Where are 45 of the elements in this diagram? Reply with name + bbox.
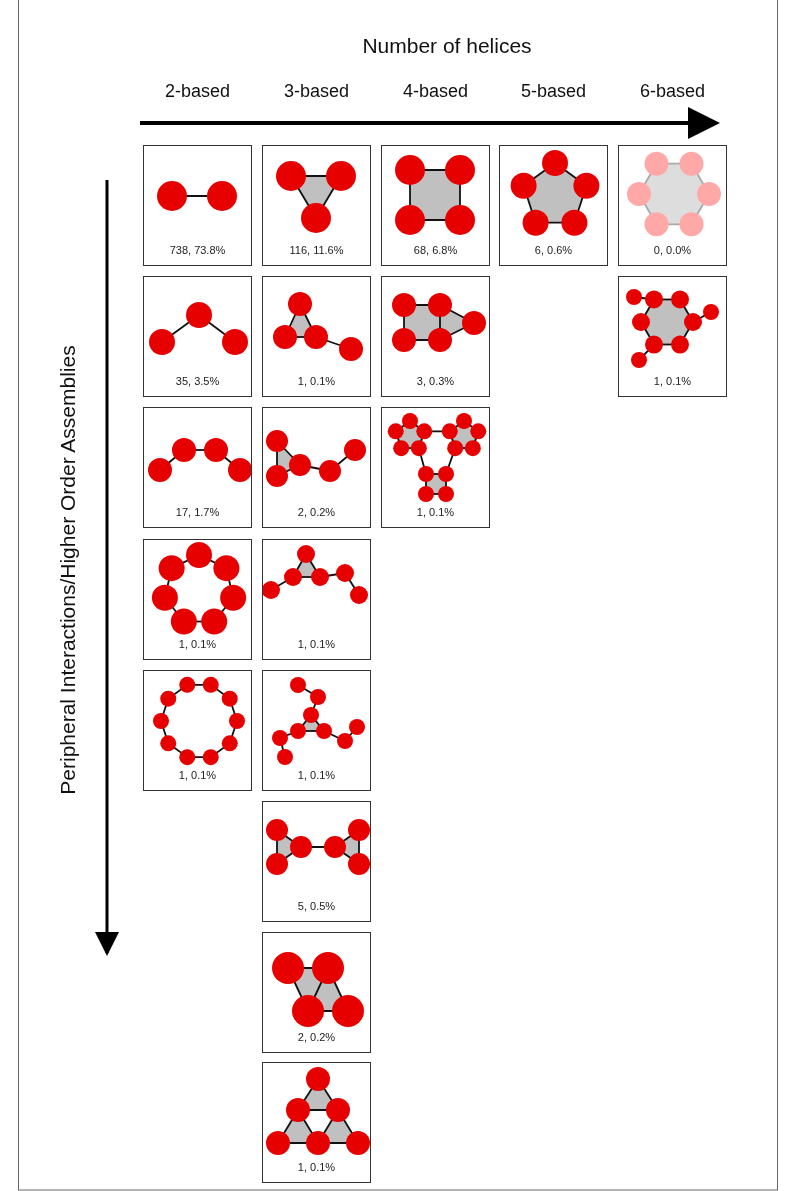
column-header: 3-based: [282, 81, 351, 102]
count-label: 3, 0.3%: [415, 375, 456, 387]
column-header: 2-based: [163, 81, 232, 102]
motif-panel: [262, 539, 371, 660]
axis-title: Number of helices: [361, 34, 533, 58]
count-label: 5, 0.5%: [296, 900, 337, 912]
count-label: 2, 0.2%: [296, 506, 337, 518]
motif-panel: [143, 407, 252, 528]
motif-panel: [143, 276, 252, 397]
count-label: 35, 3.5%: [174, 375, 221, 387]
motif-panel: [381, 276, 490, 397]
motif-panel: [262, 407, 371, 528]
count-label: 1, 0.1%: [296, 638, 337, 650]
count-label: 68, 6.8%: [412, 244, 459, 256]
count-label: 116, 11.6%: [288, 244, 345, 256]
count-label: 1, 0.1%: [415, 506, 456, 518]
motif-panel: [262, 276, 371, 397]
motif-panel: [618, 276, 727, 397]
motif-panel: [618, 145, 727, 266]
motif-panel: [381, 407, 490, 528]
count-label: 2, 0.2%: [296, 1031, 337, 1043]
motif-panel: [262, 670, 371, 791]
motif-panel: [143, 145, 252, 266]
count-label: 1, 0.1%: [652, 375, 693, 387]
count-label: 17, 1.7%: [174, 506, 221, 518]
count-label: 1, 0.1%: [177, 638, 218, 650]
column-header: 4-based: [401, 81, 470, 102]
column-header: 5-based: [519, 81, 588, 102]
count-label: 1, 0.1%: [296, 1161, 337, 1173]
motif-panel: [262, 1062, 371, 1183]
motif-panel: [381, 145, 490, 266]
count-label: 6, 0.6%: [533, 244, 574, 256]
motif-panel: [262, 932, 371, 1053]
count-label: 1, 0.1%: [296, 375, 337, 387]
count-label: 1, 0.1%: [177, 769, 218, 781]
count-label: 1, 0.1%: [296, 769, 337, 781]
motif-panel: [143, 539, 252, 660]
count-label: 738, 73.8%: [168, 244, 227, 256]
column-header: 6-based: [638, 81, 707, 102]
motif-panel: [499, 145, 608, 266]
motif-panel: [262, 145, 371, 266]
motif-panel: [262, 801, 371, 922]
count-label: 0, 0.0%: [652, 244, 693, 256]
axis-title: Peripheral Interactions/Higher Order Assemblies: [56, 345, 80, 795]
motif-panel: [143, 670, 252, 791]
